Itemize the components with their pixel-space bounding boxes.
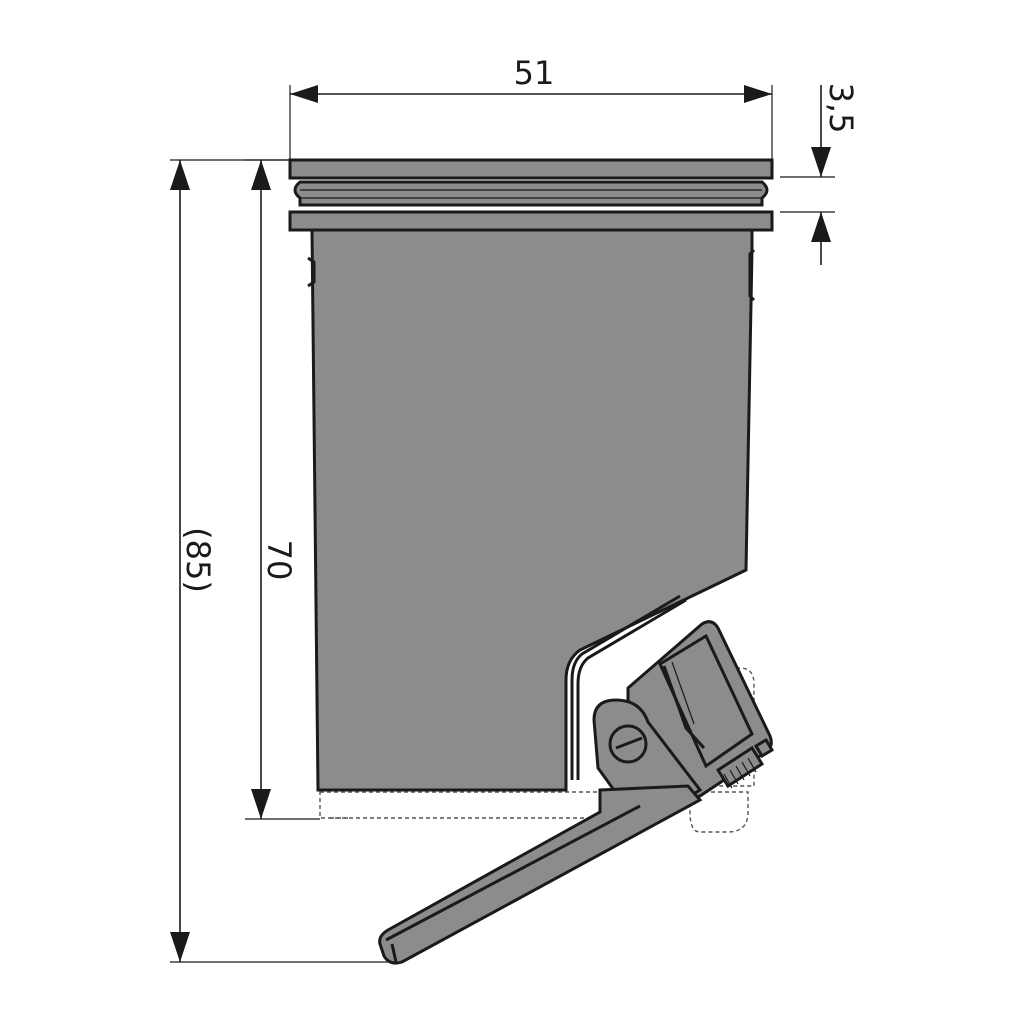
flange-arrow-top <box>811 147 831 177</box>
adjustment-screw <box>715 737 775 789</box>
lever-arm-tip <box>390 943 398 963</box>
flange-label: 3,5 <box>822 83 860 134</box>
width-arrow-left <box>290 85 318 103</box>
flange-arrow-bottom <box>811 212 831 242</box>
flange-dimension: 3,5 <box>780 83 860 265</box>
overall-arrow-top <box>170 160 190 190</box>
nut-hidden-outline <box>689 791 749 833</box>
overall-label: (85) <box>179 527 217 593</box>
base-hidden-outline <box>319 791 601 819</box>
width-label: 51 <box>514 54 555 92</box>
right-clip <box>748 248 756 302</box>
overall-dimension: (85) <box>170 159 395 963</box>
left-clip <box>307 256 316 288</box>
lower-flange <box>288 210 774 232</box>
sealing-ring <box>293 180 769 207</box>
width-dimension: 51 <box>289 54 773 160</box>
pivot-screw <box>608 724 648 764</box>
height-dimension: 70 <box>245 159 320 820</box>
outlet-bend-2 <box>576 598 687 780</box>
part-body <box>288 158 775 965</box>
height-arrow-bottom <box>251 789 271 819</box>
cup-body <box>310 228 754 792</box>
top-flange <box>288 158 774 180</box>
lever-arm-edge <box>385 804 641 942</box>
height-label: 70 <box>260 540 298 581</box>
overall-arrow-bottom <box>170 932 190 962</box>
outlet-bend-1 <box>570 594 681 780</box>
height-arrow-top <box>251 160 271 190</box>
width-arrow-right <box>744 85 772 103</box>
lever-arm <box>378 784 703 965</box>
hinge-housing-step <box>662 665 706 750</box>
housing-hidden-outline <box>646 667 755 787</box>
